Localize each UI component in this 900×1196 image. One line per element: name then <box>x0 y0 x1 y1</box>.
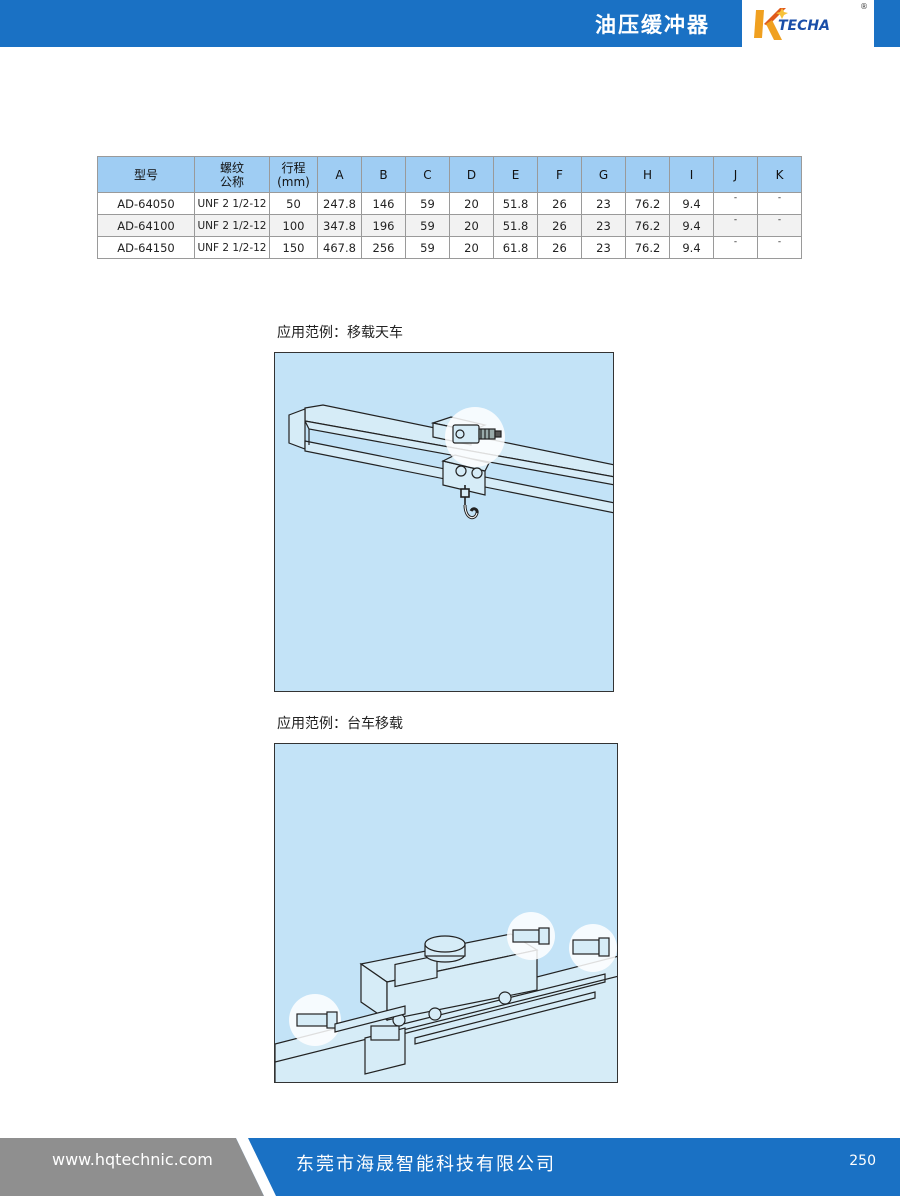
table-cell: 100 <box>269 214 318 237</box>
table-cell: 20 <box>449 214 494 237</box>
table-cell: 247.8 <box>317 192 362 215</box>
table-row: AD-64100 UNF 2 1/2-12 100 347.8 196 59 2… <box>97 214 802 237</box>
table-cell: 256 <box>361 236 406 259</box>
table-cell: - <box>713 192 758 215</box>
table-cell: 59 <box>405 192 450 215</box>
table-cell: - <box>713 214 758 237</box>
cart-transfer-drawing <box>275 912 617 1082</box>
page-title: 油压缓冲器 <box>595 13 710 37</box>
table-cell: - <box>713 236 758 259</box>
col-header: E <box>493 156 538 193</box>
table-cell: 51.8 <box>493 192 538 215</box>
col-header: F <box>537 156 582 193</box>
cart-figure-caption: 应用范例：台车移载 <box>277 716 403 732</box>
table-cell: 467.8 <box>317 236 362 259</box>
table-cell: 20 <box>449 236 494 259</box>
table-cell: 146 <box>361 192 406 215</box>
col-header: C <box>405 156 450 193</box>
brand-logo: TECHA ® <box>742 0 874 47</box>
col-header: 螺纹公称 <box>194 156 270 193</box>
page-header: 油压缓冲器 TECHA ® <box>0 0 900 47</box>
brand-name: TECHA <box>778 18 830 34</box>
table-row: AD-64150 UNF 2 1/2-12 150 467.8 256 59 2… <box>97 236 802 259</box>
footer-website-url: www.hqtechnic.com <box>52 1150 213 1169</box>
table-cell: 59 <box>405 236 450 259</box>
table-cell: 76.2 <box>625 214 670 237</box>
overhead-crane-drawing <box>288 404 613 520</box>
table-cell: 26 <box>537 236 582 259</box>
table-row: AD-64050 UNF 2 1/2-12 50 247.8 146 59 20… <box>97 192 802 215</box>
cart-illustration <box>274 743 618 1083</box>
table-cell: 196 <box>361 214 406 237</box>
table-cell: 9.4 <box>669 236 714 259</box>
table-cell: - <box>757 214 802 237</box>
col-header: I <box>669 156 714 193</box>
col-header: G <box>581 156 626 193</box>
col-header: 行程(mm) <box>269 156 318 193</box>
table-cell: 26 <box>537 192 582 215</box>
col-header: B <box>361 156 406 193</box>
page-footer: www.hqtechnic.com 东莞市海晟智能科技有限公司 250 <box>0 1138 900 1196</box>
table-cell: AD-64150 <box>97 236 195 259</box>
table-cell: 51.8 <box>493 214 538 237</box>
table-cell: 20 <box>449 192 494 215</box>
table-cell: 9.4 <box>669 192 714 215</box>
col-header: 型号 <box>97 156 195 193</box>
table-cell: 76.2 <box>625 236 670 259</box>
footer-band <box>0 1138 900 1196</box>
table-cell: 23 <box>581 214 626 237</box>
table-cell: 26 <box>537 214 582 237</box>
table-cell: - <box>757 192 802 215</box>
table-cell: 23 <box>581 192 626 215</box>
table-cell: 76.2 <box>625 192 670 215</box>
table-cell: UNF 2 1/2-12 <box>194 192 270 215</box>
table-cell: 50 <box>269 192 318 215</box>
table-cell: AD-64050 <box>97 192 195 215</box>
crane-illustration <box>274 352 614 692</box>
col-header: H <box>625 156 670 193</box>
table-cell: UNF 2 1/2-12 <box>194 236 270 259</box>
table-cell: - <box>757 236 802 259</box>
page-number: 250 <box>849 1153 876 1169</box>
table-cell: UNF 2 1/2-12 <box>194 214 270 237</box>
col-header: A <box>317 156 362 193</box>
footer-company-name: 东莞市海晟智能科技有限公司 <box>296 1154 556 1175</box>
table-cell: 61.8 <box>493 236 538 259</box>
table-cell: 347.8 <box>317 214 362 237</box>
table-cell: 9.4 <box>669 214 714 237</box>
col-header: D <box>449 156 494 193</box>
logo-k-icon <box>754 8 788 40</box>
table-cell: AD-64100 <box>97 214 195 237</box>
table-cell: 59 <box>405 214 450 237</box>
crane-figure-caption: 应用范例：移载天车 <box>277 325 403 341</box>
col-header: J <box>713 156 758 193</box>
table-cell: 150 <box>269 236 318 259</box>
registered-mark: ® <box>860 2 868 11</box>
col-header: K <box>757 156 802 193</box>
table-cell: 23 <box>581 236 626 259</box>
spec-table: 型号 螺纹公称 行程(mm) A B C D E F G H I J K AD-… <box>97 156 802 259</box>
table-header-row: 型号 螺纹公称 行程(mm) A B C D E F G H I J K <box>97 156 802 193</box>
